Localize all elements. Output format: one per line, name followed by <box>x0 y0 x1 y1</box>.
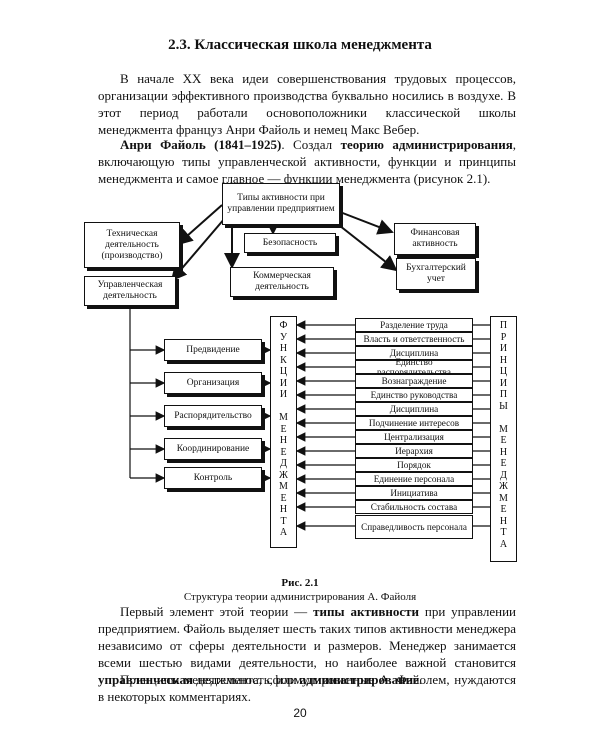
vertical-letter: Ф <box>279 320 288 331</box>
vertical-letter: Ы <box>499 400 508 412</box>
function-organization: Организация <box>164 372 262 394</box>
vertical-letter: И <box>499 377 508 389</box>
security-box: Безопасность <box>244 233 336 253</box>
commercial-activity-box: Коммерческая деятельность <box>230 267 334 297</box>
vertical-letter: Ж <box>279 469 288 481</box>
diagram-connectors <box>129 204 490 531</box>
vertical-letter: П <box>499 389 508 400</box>
vertical-letter: И <box>499 343 508 354</box>
vertical-letter: М <box>279 481 288 492</box>
principle-box: Единство руководства <box>355 388 473 402</box>
vertical-letter: К <box>280 354 287 366</box>
vertical-letter: Е <box>500 504 507 515</box>
vertical-letter: Д <box>500 469 507 481</box>
p2-bold-activity: типы активности <box>313 604 419 619</box>
principle-box: Централизация <box>355 430 473 444</box>
figure-number: Рис. 2.1 <box>281 577 319 589</box>
function-command: Распорядительство <box>164 405 262 427</box>
vertical-letter <box>279 401 288 413</box>
vertical-letter: Ж <box>499 481 508 492</box>
vertical-letter: Н <box>279 435 288 446</box>
vertical-letter: Р <box>500 331 507 343</box>
vertical-letter: Е <box>500 458 507 469</box>
principle-box: Инициатива <box>355 486 473 500</box>
fayol-paragraph: Анри Файоль (1841–1925). Создал теорию а… <box>98 136 516 187</box>
financial-activity-box: Финансовая активность <box>394 223 476 255</box>
principle-box: Разделение труда <box>355 318 473 332</box>
paragraph-activity-types: Первый элемент этой теории — типы активн… <box>98 603 516 688</box>
fayol-text-2: , включающую типы управленческой активно… <box>98 137 516 186</box>
figure-caption: Структура теории администрирования А. Фа… <box>183 591 417 603</box>
vertical-letter: А <box>279 527 288 538</box>
vertical-letter: Е <box>280 492 287 504</box>
vertical-letter <box>499 412 508 424</box>
activity-types-box: Типы активности при управлении предприят… <box>222 183 340 225</box>
section-heading: 2.3. Классическая школа менеджмента <box>168 37 432 53</box>
vertical-letter: Ц <box>279 366 288 377</box>
vertical-letter: П <box>499 320 508 331</box>
function-control: Контроль <box>164 467 262 489</box>
principle-box: Стабильность состава <box>355 500 473 514</box>
principle-box: Иерархия <box>355 444 473 458</box>
vertical-letter: Е <box>280 423 287 435</box>
principle-box: Порядок <box>355 458 473 472</box>
accounting-box: Бухгалтерский учет <box>396 258 476 290</box>
function-coordination: Координирование <box>164 438 262 460</box>
principle-box: Подчинение интересов <box>355 416 473 430</box>
p2-bold-administration: администрирование <box>299 672 419 687</box>
p2-text-a: Первый элемент этой теории — <box>120 604 314 619</box>
vertical-letter: Т <box>280 515 287 527</box>
principle-box: Вознаграждение <box>355 374 473 388</box>
intro-paragraph: В начале XX века идеи совершенствования … <box>98 71 516 137</box>
vertical-letter: Н <box>499 354 508 366</box>
vertical-letter: Е <box>280 446 287 458</box>
principle-box: Единение персонала <box>355 472 473 486</box>
vertical-letter: М <box>499 492 508 504</box>
vertical-letter: А <box>499 538 508 550</box>
fayol-text-1: . Создал <box>281 137 341 152</box>
technical-activity-box: Техническая деятельность (производство) <box>84 222 180 268</box>
vertical-letter: Ц <box>499 366 508 377</box>
function-foresight: Предвидение <box>164 339 262 361</box>
paragraph-principles: Принципы менеджмента, сформулированные А… <box>98 672 516 704</box>
vertical-letter: И <box>279 377 288 389</box>
p2-bold-managerial: управленческая <box>98 672 193 687</box>
principle-box: Справедливость персонала <box>355 515 473 539</box>
vertical-letter: М <box>279 412 288 423</box>
principle-box: Дисциплина <box>355 346 473 360</box>
vertical-letter: Т <box>500 527 507 538</box>
vertical-letter: И <box>279 389 288 400</box>
principle-box: Единство распорядительства <box>355 357 473 377</box>
vertical-letter: Е <box>500 435 507 446</box>
managerial-activity-box: Управленческая деятельность <box>84 276 176 306</box>
vertical-letter: Н <box>279 343 288 354</box>
vertical-letter: Д <box>280 458 287 469</box>
p2-text-e: деятельность, или <box>192 672 300 687</box>
page-number: 20 <box>293 706 307 720</box>
vertical-letter: М <box>499 423 508 435</box>
fayol-theory: теорию администрирования <box>340 137 513 152</box>
vertical-letter: У <box>279 331 288 343</box>
vertical-letter: Н <box>499 446 508 458</box>
principle-box: Дисциплина <box>355 402 473 416</box>
vertical-letter: Н <box>279 504 288 515</box>
fayol-name: Анри Файоль (1841–1925) <box>120 137 282 152</box>
p2-text-g: . <box>418 672 423 687</box>
principle-box: Власть и ответственность <box>355 332 473 346</box>
vertical-letter: Н <box>499 515 508 527</box>
p2-text-c: при управлении предприятием. Файоль выде… <box>98 604 516 670</box>
